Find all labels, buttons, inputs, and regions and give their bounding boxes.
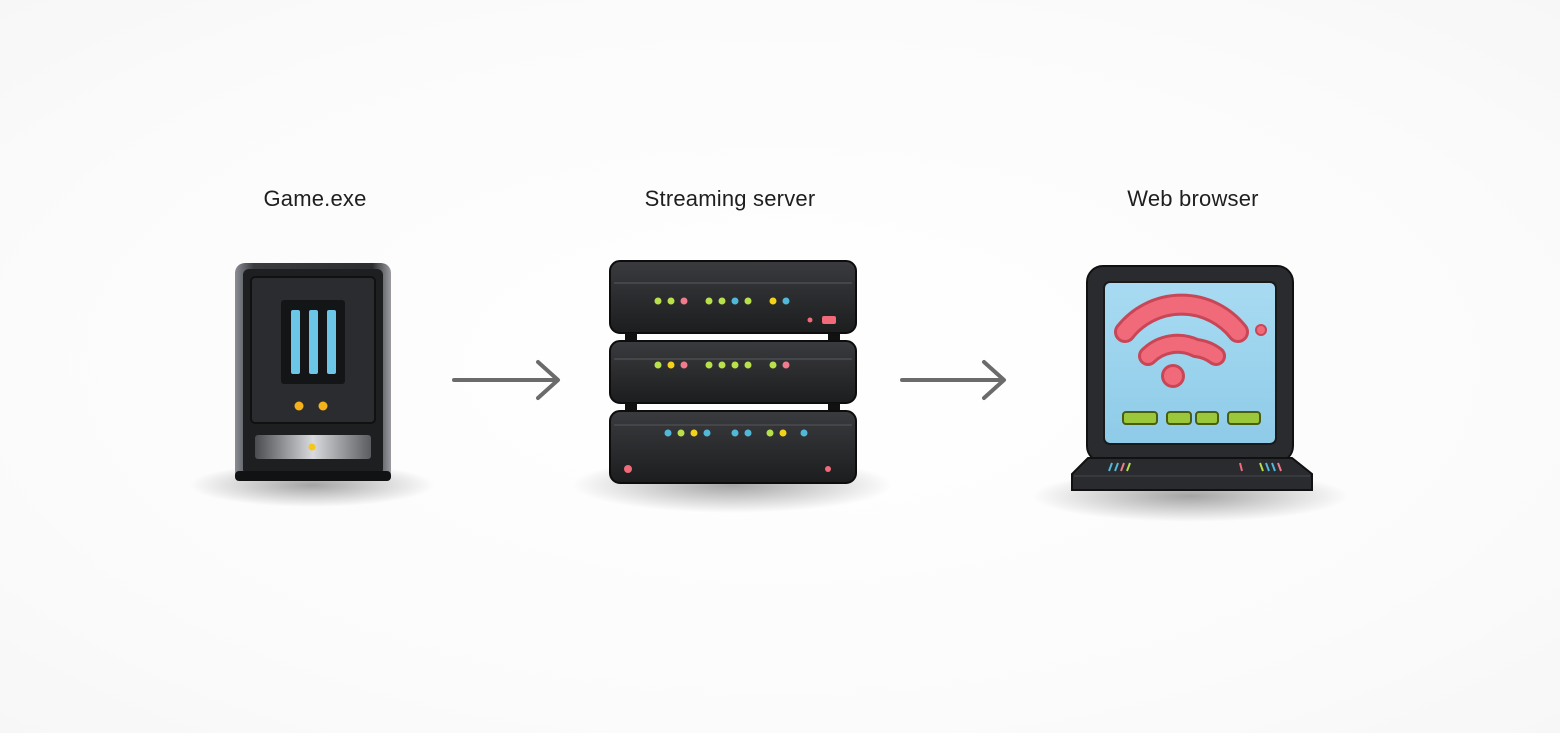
game-exe-label: Game.exe: [263, 186, 367, 211]
game-box-icon: [190, 263, 434, 507]
keyboard-keys: [1108, 462, 1282, 472]
server-rack-icon: [572, 260, 892, 513]
arrow-server-to-browser: [900, 360, 1006, 400]
server-unit-top: [609, 260, 857, 334]
computer-monitor-icon: [1032, 265, 1348, 522]
server-unit-bottom: [609, 410, 857, 484]
server-unit-middle: [609, 340, 857, 404]
web-browser-label: Web browser: [1127, 186, 1259, 211]
streaming-server-label: Streaming server: [644, 186, 816, 211]
keyboard: [1071, 457, 1313, 491]
wifi-icon: [1114, 293, 1267, 388]
arrow-game-to-server: [452, 360, 560, 400]
